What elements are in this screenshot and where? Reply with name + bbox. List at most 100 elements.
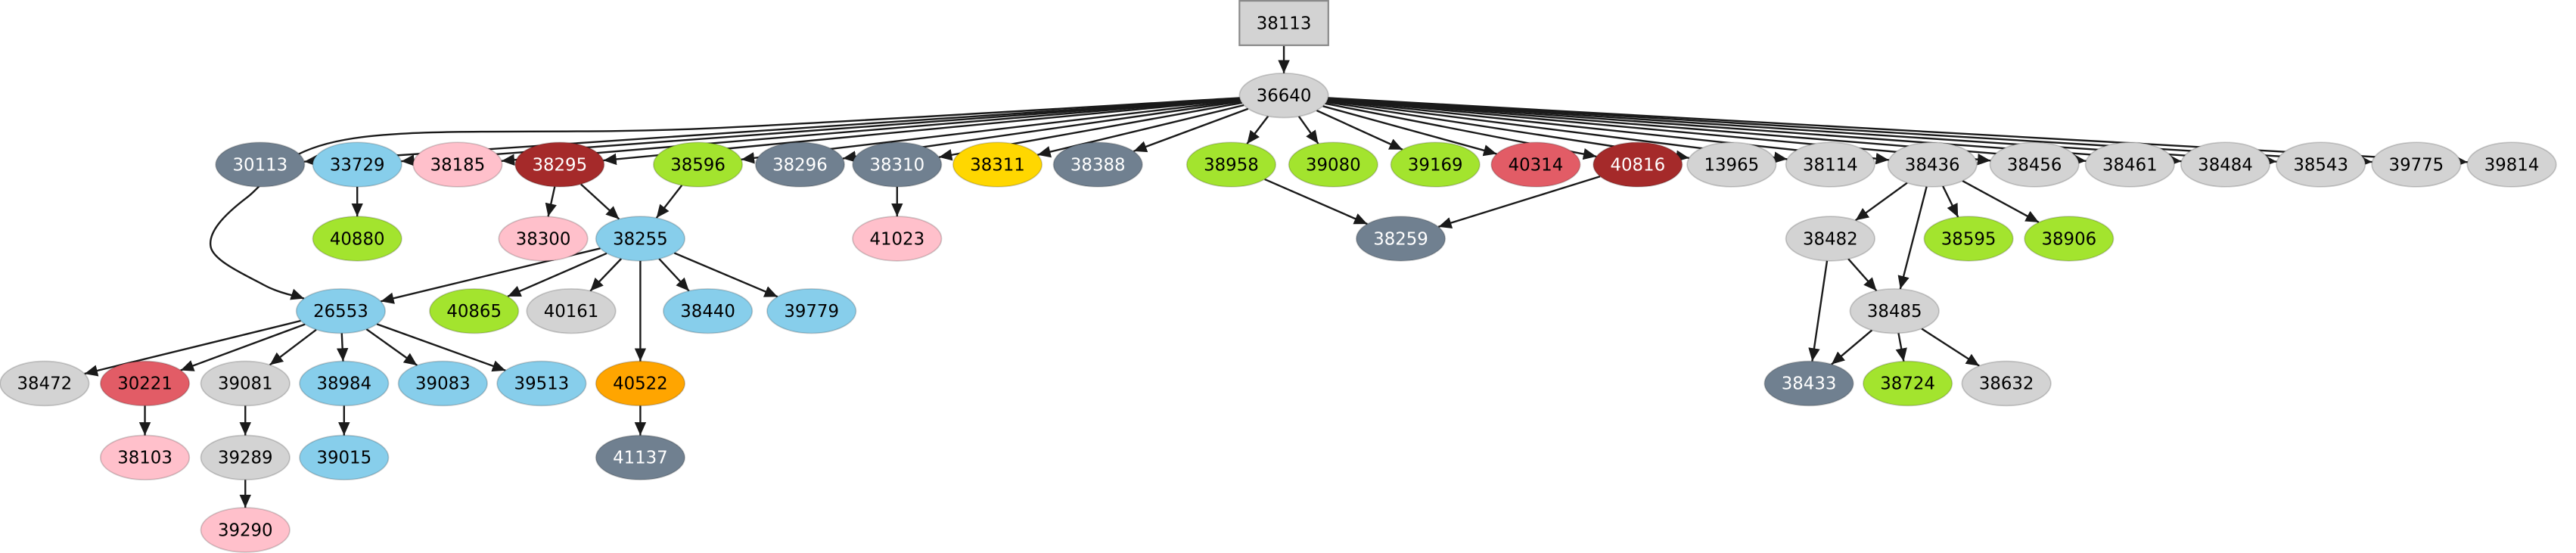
node-shape-ellipse bbox=[2371, 141, 2462, 188]
node-shape-ellipse bbox=[852, 216, 943, 262]
edge-38436-38482 bbox=[1854, 182, 1908, 222]
node-shape-ellipse bbox=[498, 216, 589, 262]
node-shape-ellipse bbox=[1961, 360, 2052, 407]
graph-node-38311: 38311 bbox=[952, 141, 1043, 188]
node-shape-ellipse bbox=[397, 360, 488, 407]
edge-36640-39080 bbox=[1297, 116, 1319, 144]
graph-node-38456: 38456 bbox=[1989, 141, 2080, 188]
node-shape-ellipse bbox=[215, 141, 306, 188]
node-shape-ellipse bbox=[1490, 141, 1581, 188]
graph-node-40314: 40314 bbox=[1490, 141, 1581, 188]
edge-26553-39083 bbox=[365, 328, 418, 366]
node-shape-ellipse bbox=[2180, 141, 2271, 188]
node-shape-ellipse bbox=[595, 216, 686, 262]
graph-node-40880: 40880 bbox=[312, 216, 402, 262]
node-shape-ellipse bbox=[200, 434, 291, 481]
node-shape-ellipse bbox=[1185, 141, 1277, 188]
graph-node-39290: 39290 bbox=[200, 507, 291, 553]
graph-node-38388: 38388 bbox=[1052, 141, 1143, 188]
graph-node-40865: 40865 bbox=[429, 287, 520, 334]
graph-node-38724: 38724 bbox=[1863, 360, 1953, 407]
node-shape-ellipse bbox=[595, 434, 686, 481]
node-shape-ellipse bbox=[1849, 287, 1940, 334]
node-shape-box bbox=[1238, 0, 1329, 46]
edge-38255-40865 bbox=[507, 252, 607, 297]
node-shape-ellipse bbox=[1863, 360, 1953, 407]
edge-38596-38255 bbox=[655, 185, 683, 219]
node-shape-ellipse bbox=[766, 287, 857, 334]
graph-node-38461: 38461 bbox=[2084, 141, 2175, 188]
graph-node-38259: 38259 bbox=[1355, 216, 1446, 262]
graph-node-39289: 39289 bbox=[200, 434, 291, 481]
node-shape-ellipse bbox=[412, 141, 503, 188]
graph-node-39081: 39081 bbox=[200, 360, 291, 407]
graph-node-39775: 39775 bbox=[2371, 141, 2462, 188]
node-shape-ellipse bbox=[1785, 216, 1875, 262]
graph-node-38114: 38114 bbox=[1785, 141, 1875, 188]
edge-38485-38724 bbox=[1895, 333, 1907, 362]
edge-36640-38185 bbox=[501, 98, 1241, 166]
edge-38485-38433 bbox=[1831, 329, 1873, 365]
graph-node-30221: 30221 bbox=[99, 360, 191, 407]
node-shape-ellipse bbox=[429, 287, 520, 334]
graph-node-38103: 38103 bbox=[99, 434, 191, 481]
graph-node-39015: 39015 bbox=[299, 434, 390, 481]
node-shape-ellipse bbox=[496, 360, 587, 407]
node-shape-ellipse bbox=[200, 360, 291, 407]
node-shape-ellipse bbox=[295, 287, 387, 334]
graph-node-38958: 38958 bbox=[1185, 141, 1277, 188]
edge-36640-40314 bbox=[1322, 105, 1497, 157]
graph-node-38596: 38596 bbox=[652, 141, 744, 188]
node-shape-ellipse bbox=[2466, 141, 2557, 188]
node-shape-ellipse bbox=[754, 141, 846, 188]
node-shape-ellipse bbox=[200, 507, 291, 553]
node-shape-ellipse bbox=[662, 287, 754, 334]
node-shape-ellipse bbox=[312, 141, 402, 188]
node-shape-ellipse bbox=[1355, 216, 1446, 262]
graph-node-38296: 38296 bbox=[754, 141, 846, 188]
graph-node-39513: 39513 bbox=[496, 360, 587, 407]
edge-38482-38485 bbox=[1847, 258, 1878, 292]
node-shape-ellipse bbox=[299, 360, 390, 407]
graph-node-38906: 38906 bbox=[2024, 216, 2115, 262]
edge-26553-38984 bbox=[336, 333, 349, 362]
node-shape-ellipse bbox=[299, 434, 390, 481]
graph-node-40522: 40522 bbox=[595, 360, 686, 407]
graph-node-38255: 38255 bbox=[595, 216, 686, 262]
graph-node-30113: 30113 bbox=[215, 141, 306, 188]
edge-38255-40161 bbox=[589, 258, 623, 292]
node-shape-ellipse bbox=[952, 141, 1043, 188]
graph-node-38300: 38300 bbox=[498, 216, 589, 262]
edge-38255-38440 bbox=[658, 258, 690, 292]
node-shape-ellipse bbox=[1390, 141, 1481, 188]
graph-node-39083: 39083 bbox=[397, 360, 488, 407]
node-shape-ellipse bbox=[1238, 72, 1329, 119]
edge-38295-38300 bbox=[545, 186, 557, 217]
graph-node-38632: 38632 bbox=[1961, 360, 2052, 407]
graph-node-38472: 38472 bbox=[0, 360, 90, 407]
edge-38482-38433 bbox=[1808, 260, 1829, 362]
node-shape-ellipse bbox=[652, 141, 744, 188]
edge-26553-30221 bbox=[180, 323, 306, 371]
edge-36640-39169 bbox=[1316, 109, 1403, 151]
graph-node-41023: 41023 bbox=[852, 216, 943, 262]
graph-node-40816: 40816 bbox=[1593, 141, 1683, 188]
node-shape-ellipse bbox=[2276, 141, 2366, 188]
edge-38436-38485 bbox=[1897, 186, 1928, 290]
node-shape-ellipse bbox=[99, 434, 191, 481]
graph-node-36640: 36640 bbox=[1238, 72, 1329, 119]
edge-36640-39814 bbox=[1328, 97, 2468, 168]
node-shape-ellipse bbox=[1052, 141, 1143, 188]
node-shape-ellipse bbox=[1763, 360, 1854, 407]
graph-node-38482: 38482 bbox=[1785, 216, 1875, 262]
edge-40816-38259 bbox=[1437, 176, 1601, 229]
node-shape-ellipse bbox=[0, 360, 90, 407]
edge-38255-39779 bbox=[673, 252, 778, 298]
node-shape-ellipse bbox=[2084, 141, 2175, 188]
graph-node-39779: 39779 bbox=[766, 287, 857, 334]
graph-node-38484: 38484 bbox=[2180, 141, 2271, 188]
graph-node-38984: 38984 bbox=[299, 360, 390, 407]
edge-36640-38456 bbox=[1327, 98, 1991, 166]
node-shape-ellipse bbox=[99, 360, 191, 407]
